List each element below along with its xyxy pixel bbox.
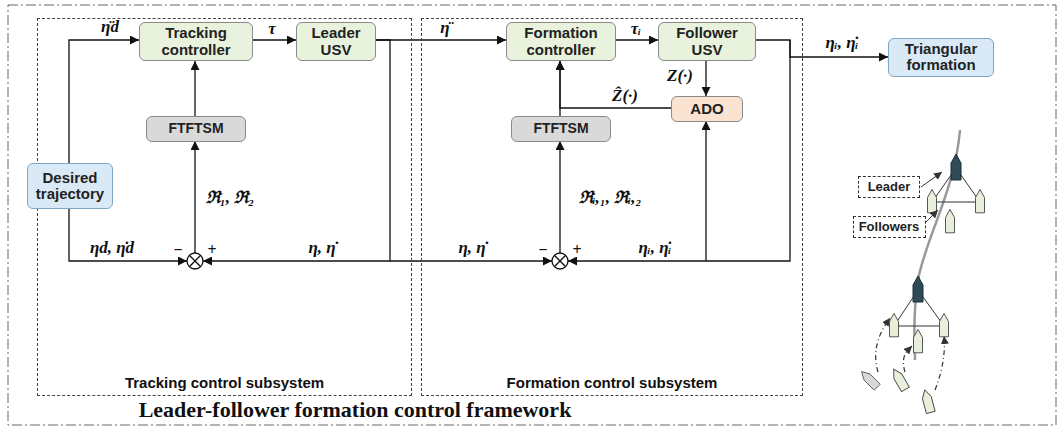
- box-label: Followers: [859, 220, 920, 234]
- formation-illustration: [859, 130, 985, 414]
- sign-label: +: [572, 241, 581, 259]
- signal-label: Z(·): [667, 66, 693, 86]
- signal-label: η, η̇: [308, 238, 335, 258]
- signal-arrow: [705, 61, 706, 96]
- signal-arrow: [376, 39, 506, 40]
- vessel-box: Follower USV: [658, 22, 756, 61]
- signal-label: η̈: [440, 18, 449, 38]
- signal-label: η, η̇: [458, 238, 485, 258]
- sign-label: −: [173, 241, 182, 259]
- box-label: Follower USV: [659, 25, 755, 58]
- signal-arrow: [560, 61, 671, 108]
- signal-label: ηd, η̇d: [90, 238, 134, 258]
- diagram-title: Leader-follower formation control framew…: [139, 397, 572, 423]
- sign-label: +: [207, 241, 216, 259]
- feedback-wires: [69, 40, 790, 261]
- signal-label: Ẑ(·): [612, 86, 638, 106]
- box-label: ADO: [690, 101, 723, 118]
- trajectory-box: Desired trajectory: [27, 163, 113, 209]
- subsystem-caption: Tracking control subsystem: [38, 374, 411, 391]
- sliding-surface-box: FTFTSM: [511, 116, 611, 142]
- summing-junction: [187, 253, 568, 269]
- signal-label: ℜ₁, ℜ₂: [206, 185, 254, 208]
- legend-tag: Leader: [858, 176, 920, 198]
- controller-box: Formation controller: [506, 22, 616, 61]
- signal-label: τᵢ: [631, 19, 641, 39]
- sliding-surface-box: FTFTSM: [146, 116, 246, 142]
- box-label: FTFTSM: [168, 121, 223, 136]
- box-label: Desired trajectory: [28, 170, 112, 203]
- signal-arrow: [69, 40, 139, 163]
- signal-arrow: [194, 61, 195, 116]
- signal-arrow: [616, 39, 658, 40]
- signal-arrow: [559, 61, 560, 116]
- vessel-box: Leader USV: [296, 22, 376, 61]
- box-label: Leader: [868, 180, 911, 194]
- outer-frame: [8, 5, 1056, 425]
- box-label: Formation controller: [507, 25, 615, 58]
- observer-box: ADO: [671, 96, 743, 122]
- signal-arrow: [253, 39, 296, 40]
- subsystem-frame: Formation control subsystem Formation con…: [421, 18, 803, 396]
- box-label: FTFTSM: [533, 121, 588, 136]
- box-label: Leader USV: [297, 25, 375, 58]
- signal-label: η̈d: [101, 17, 119, 37]
- legend-tag: Followers: [853, 216, 926, 238]
- signal-arrow: [756, 40, 888, 57]
- signal-label: ηᵢ, η̇ᵢ: [826, 33, 859, 53]
- signal-label: τ: [268, 19, 276, 39]
- subsystem-frame: Tracking control subsystem Tracking contr…: [37, 18, 412, 396]
- box-label: Triangular formation: [889, 41, 993, 74]
- signal-label: ℜᵢ,₁, ℜᵢ,₂: [579, 185, 642, 208]
- subsystem-caption: Formation control subsystem: [422, 374, 802, 391]
- sign-label: −: [538, 241, 547, 259]
- formation-box: Triangular formation: [888, 38, 994, 77]
- box-label: Tracking controller: [140, 25, 252, 58]
- signal-label: ηᵢ, η̇ᵢ: [639, 238, 672, 258]
- controller-box: Tracking controller: [139, 22, 253, 61]
